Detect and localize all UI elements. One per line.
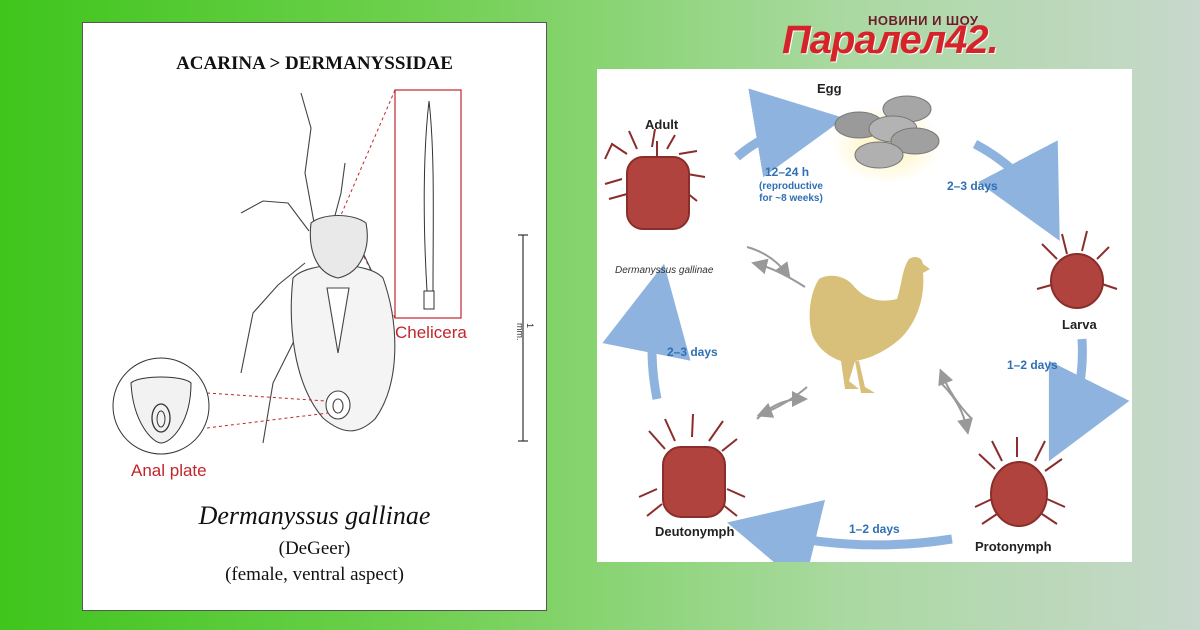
specimen-aspect: (female, ventral aspect) [225, 564, 404, 585]
anal-plate-pointer-top [206, 392, 327, 402]
taxonomy-header: ACARINA > DERMANYSSIDAE [176, 53, 453, 74]
species-name: Dermanyssus gallinae [198, 501, 431, 530]
mite-morphology-illustration [112, 89, 528, 455]
mite-deutonymph [638, 413, 746, 518]
arrow-larva-to-protonymph [1048, 338, 1130, 462]
mite-protonymph [974, 437, 1066, 527]
stage-protonymph-label: Protonymph [975, 539, 1052, 554]
duration-deutonymph-to-adult: 2–3 days [667, 345, 718, 359]
logo-name: Паралел42. [782, 18, 999, 62]
arrow-adult-to-egg [734, 88, 845, 178]
mite-adult [604, 128, 706, 230]
adult-species-caption: Dermanyssus gallinae [615, 265, 714, 276]
host-hen-silhouette [809, 256, 930, 393]
adult-to-egg-note: (reproductive for ~8 weeks) [753, 181, 829, 205]
chelicera-drawing [423, 100, 434, 292]
arrow-deutonymph-to-adult [602, 263, 691, 400]
chelicera-pointer-top [340, 89, 396, 216]
adult-to-egg-note-line-2: for ~8 weeks) [759, 193, 823, 204]
duration-adult-to-egg: 12–24 h [765, 165, 810, 179]
arrow-egg-to-larva [972, 140, 1060, 241]
anal-plate-label: Anal plate [131, 461, 207, 480]
morphology-panel: ACARINA > DERMANYSSIDAE [82, 22, 547, 611]
site-logo[interactable]: НОВИНИ И ШОУ Паралел42. [780, 8, 1030, 68]
chelicera-callout-box [394, 89, 462, 319]
duration-egg-to-larva: 2–3 days [947, 179, 998, 193]
life-cycle-diagram [602, 88, 1130, 562]
stage-adult-label: Adult [645, 117, 679, 132]
egg-cluster [832, 95, 942, 184]
adult-to-egg-note-line-1: (reproductive [759, 181, 823, 192]
life-cycle-panel: Egg Adult Dermanyssus gallinae Larva Pro… [597, 69, 1132, 562]
stage-larva-label: Larva [1062, 317, 1097, 332]
arrow-protonymph-to-deutonymph [727, 499, 953, 562]
species-author: (DeGeer) [278, 538, 351, 559]
logo-prefix: НОВИНИ И ШОУ [868, 13, 979, 28]
duration-protonymph-to-deutonymph: 1–2 days [849, 522, 900, 536]
mite-ventral-drawing [240, 92, 396, 444]
scale-label: 1 mm. [515, 323, 535, 341]
stage-deutonymph-label: Deutonymph [655, 524, 735, 539]
stage-egg-label: Egg [817, 81, 842, 96]
duration-larva-to-protonymph: 1–2 days [1007, 358, 1058, 372]
mite-larva [1036, 230, 1118, 309]
anal-plate-pointer-bottom [206, 412, 329, 429]
chelicera-label: Chelicera [395, 323, 467, 342]
